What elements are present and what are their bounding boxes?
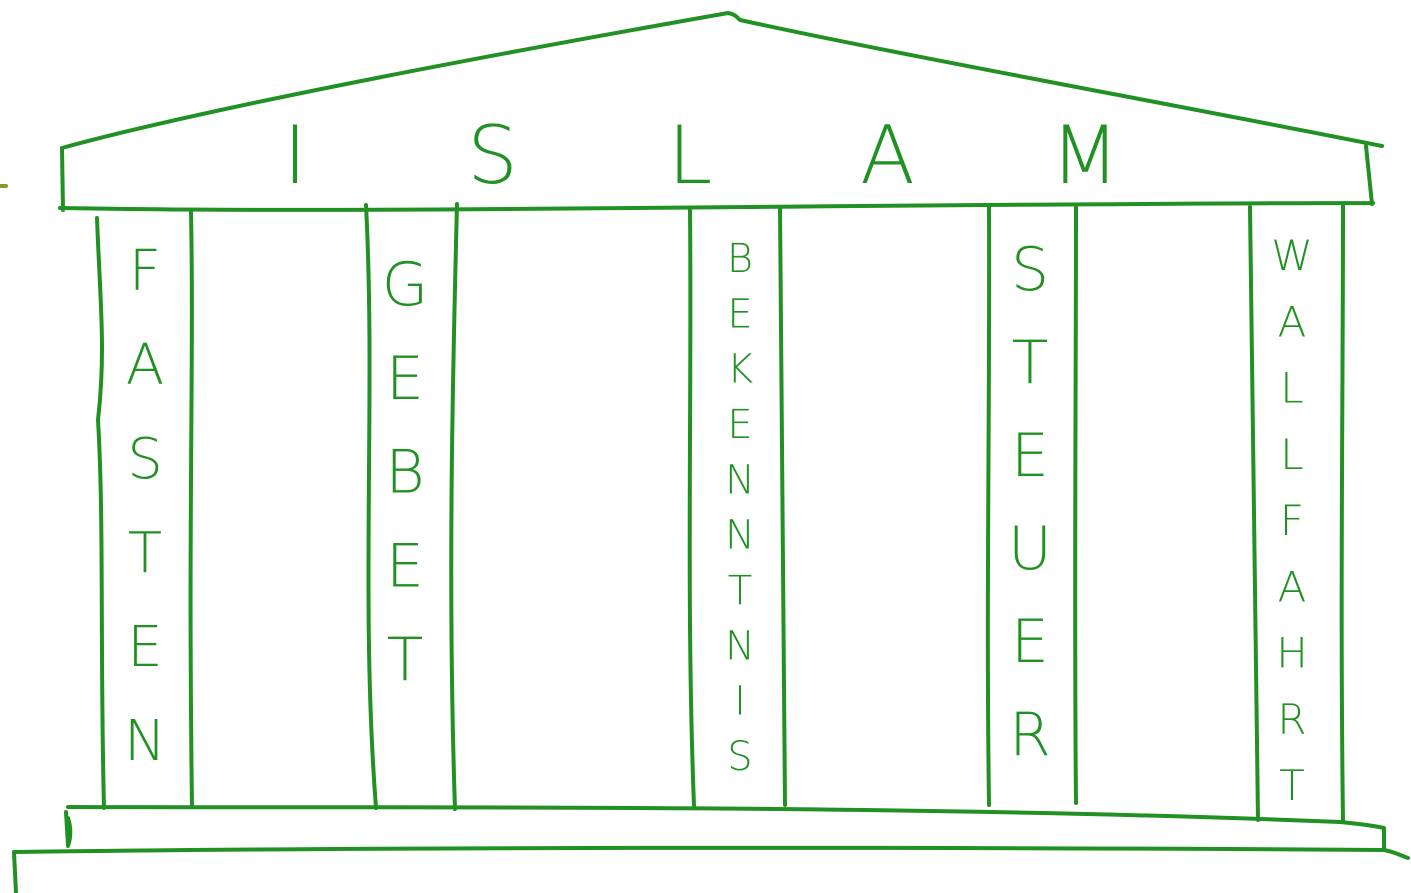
pillar-label-letter: E <box>127 615 162 680</box>
pillar-label-letter: L <box>1280 430 1303 479</box>
pillar-label-letter: A <box>1278 562 1307 611</box>
pillar-label-letter: N <box>124 709 166 774</box>
pillar-label-letter: B <box>727 236 753 282</box>
pillar-label-letter: T <box>728 568 752 614</box>
pillar-label-letter: S <box>1011 235 1049 305</box>
pillar-label-letter: A <box>126 333 164 398</box>
pillar-label-letter: E <box>1011 607 1049 677</box>
temple-base <box>14 807 1408 893</box>
pillar-label-letter: G <box>382 250 429 320</box>
pillar-label-letter: R <box>1009 700 1051 770</box>
pillar-label-letter: N <box>725 457 755 503</box>
pillar-label-letter: E <box>1011 421 1049 491</box>
pillar-label-letter: R <box>1277 695 1306 744</box>
pillar-label-letter: E <box>386 344 424 414</box>
pillar-label-letter: F <box>1280 496 1304 545</box>
pillar-label-letter: U <box>1008 514 1052 584</box>
roof-title-letter: A <box>860 109 915 202</box>
roof-title-letter: S <box>467 109 518 202</box>
pillar-label-letter: L <box>1280 364 1303 413</box>
pillar-label-letter: T <box>387 625 424 695</box>
pillar-label-letter: T <box>128 521 162 586</box>
pillar-label-letter: B <box>385 438 424 508</box>
pillar-label-letter: I <box>734 679 746 725</box>
roof-title-letter: M <box>1050 109 1119 202</box>
pillar-label-letter: T <box>1012 328 1049 398</box>
pillar-label-letter: E <box>727 291 752 337</box>
pillar-label-letter: K <box>727 347 753 393</box>
base-lower-step <box>14 848 1408 893</box>
pillar-label-letter: E <box>727 402 752 448</box>
pillar-label-letter: H <box>1276 629 1308 678</box>
pillar-label-letter: F <box>129 239 161 304</box>
pillar-label-letter: E <box>386 531 424 601</box>
pillar-label-letter: N <box>725 623 755 669</box>
roof-title-letter: I <box>283 109 307 202</box>
roof-title-letter: L <box>668 109 713 202</box>
pillar-label-letter: N <box>725 513 755 559</box>
pillar-label-letter: T <box>1279 761 1305 810</box>
pillar-label-letter: S <box>727 734 752 780</box>
pillar-label-letter: S <box>127 427 163 492</box>
pillar-label-letter: W <box>1271 231 1313 280</box>
base-upper-step <box>66 807 1384 850</box>
pillar-label-letter: A <box>1278 297 1307 346</box>
roof-outline <box>60 13 1382 210</box>
